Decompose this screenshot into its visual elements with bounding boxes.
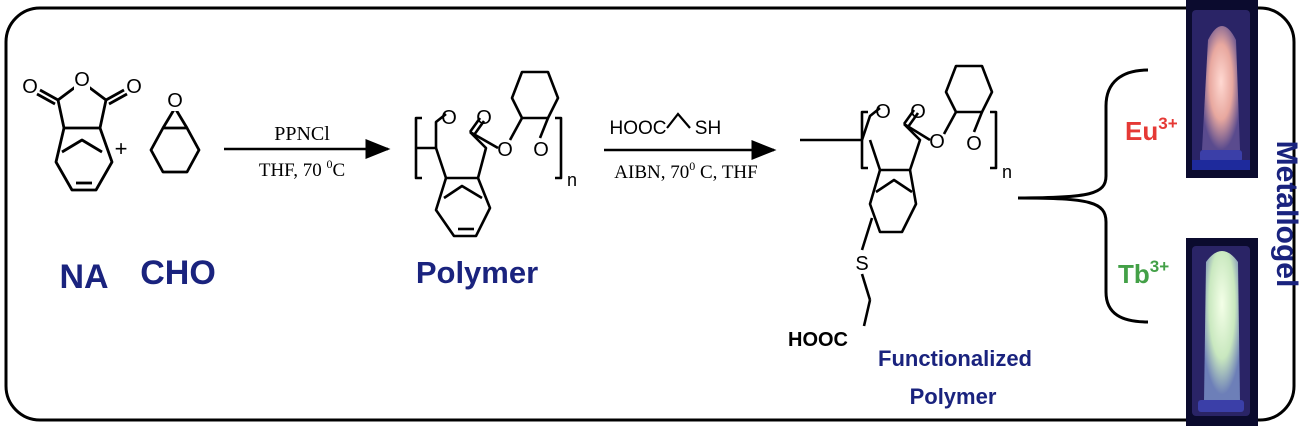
polymer-label: Polymer (416, 255, 538, 290)
functionalized-label-line1: Functionalized (878, 346, 1032, 371)
tb-metallogel-vial-photo (1186, 238, 1258, 426)
cho-o-mask (166, 91, 184, 111)
polymer-o-carbonyl-left: O (441, 107, 457, 129)
step2-conditions: AIBN, 700 C, THF (614, 159, 757, 183)
na-ring-o-mask (74, 70, 90, 90)
step2-reagent-sh: SH (695, 118, 721, 139)
func-o-ether: O (966, 133, 982, 155)
na-carbonyl-o-right: O (126, 76, 142, 98)
func-subscript-n: n (1002, 162, 1012, 182)
na-ring-o: O (74, 69, 90, 91)
func-o-carbonyl-right: O (910, 101, 926, 123)
na-label: NA (59, 258, 108, 296)
cho-structure (149, 107, 201, 174)
sulfur-atom: S (855, 253, 868, 275)
plus-sign: + (115, 136, 128, 161)
step2-reagent-hooc: HOOC (610, 118, 667, 139)
func-o-carbonyl-left: O (875, 101, 891, 123)
cho-o: O (167, 90, 183, 112)
tb-label: Tb3+ (1118, 257, 1169, 289)
functionalized-polymer-structure (800, 64, 998, 327)
step1-reagent: PPNCl (274, 123, 330, 145)
polymer-o-ether: O (533, 139, 549, 161)
metallogel-label: Metallogel (1270, 141, 1300, 288)
func-acid-hooc: HOOC (788, 329, 848, 351)
functionalized-label-line2: Polymer (910, 384, 997, 409)
eu-label: Eu3+ (1125, 114, 1178, 146)
eu-metallogel-vial-photo (1186, 0, 1258, 178)
outer-frame (4, 6, 1296, 422)
na-carbonyl-o-left: O (22, 76, 38, 98)
na-structure (36, 80, 128, 192)
polymer-subscript-n: n (567, 170, 577, 190)
cho-label: CHO (140, 254, 216, 292)
polymer-structure (414, 70, 563, 238)
polymer-o-carbonyl-right: O (476, 107, 492, 129)
thioglycolic-acid-reagent: HOOC SH (610, 112, 721, 139)
func-o-ester: O (929, 131, 945, 153)
curly-brace (1017, 68, 1149, 324)
polymer-o-ester: O (497, 139, 513, 161)
step1-conditions: THF, 70 0C (259, 157, 345, 181)
